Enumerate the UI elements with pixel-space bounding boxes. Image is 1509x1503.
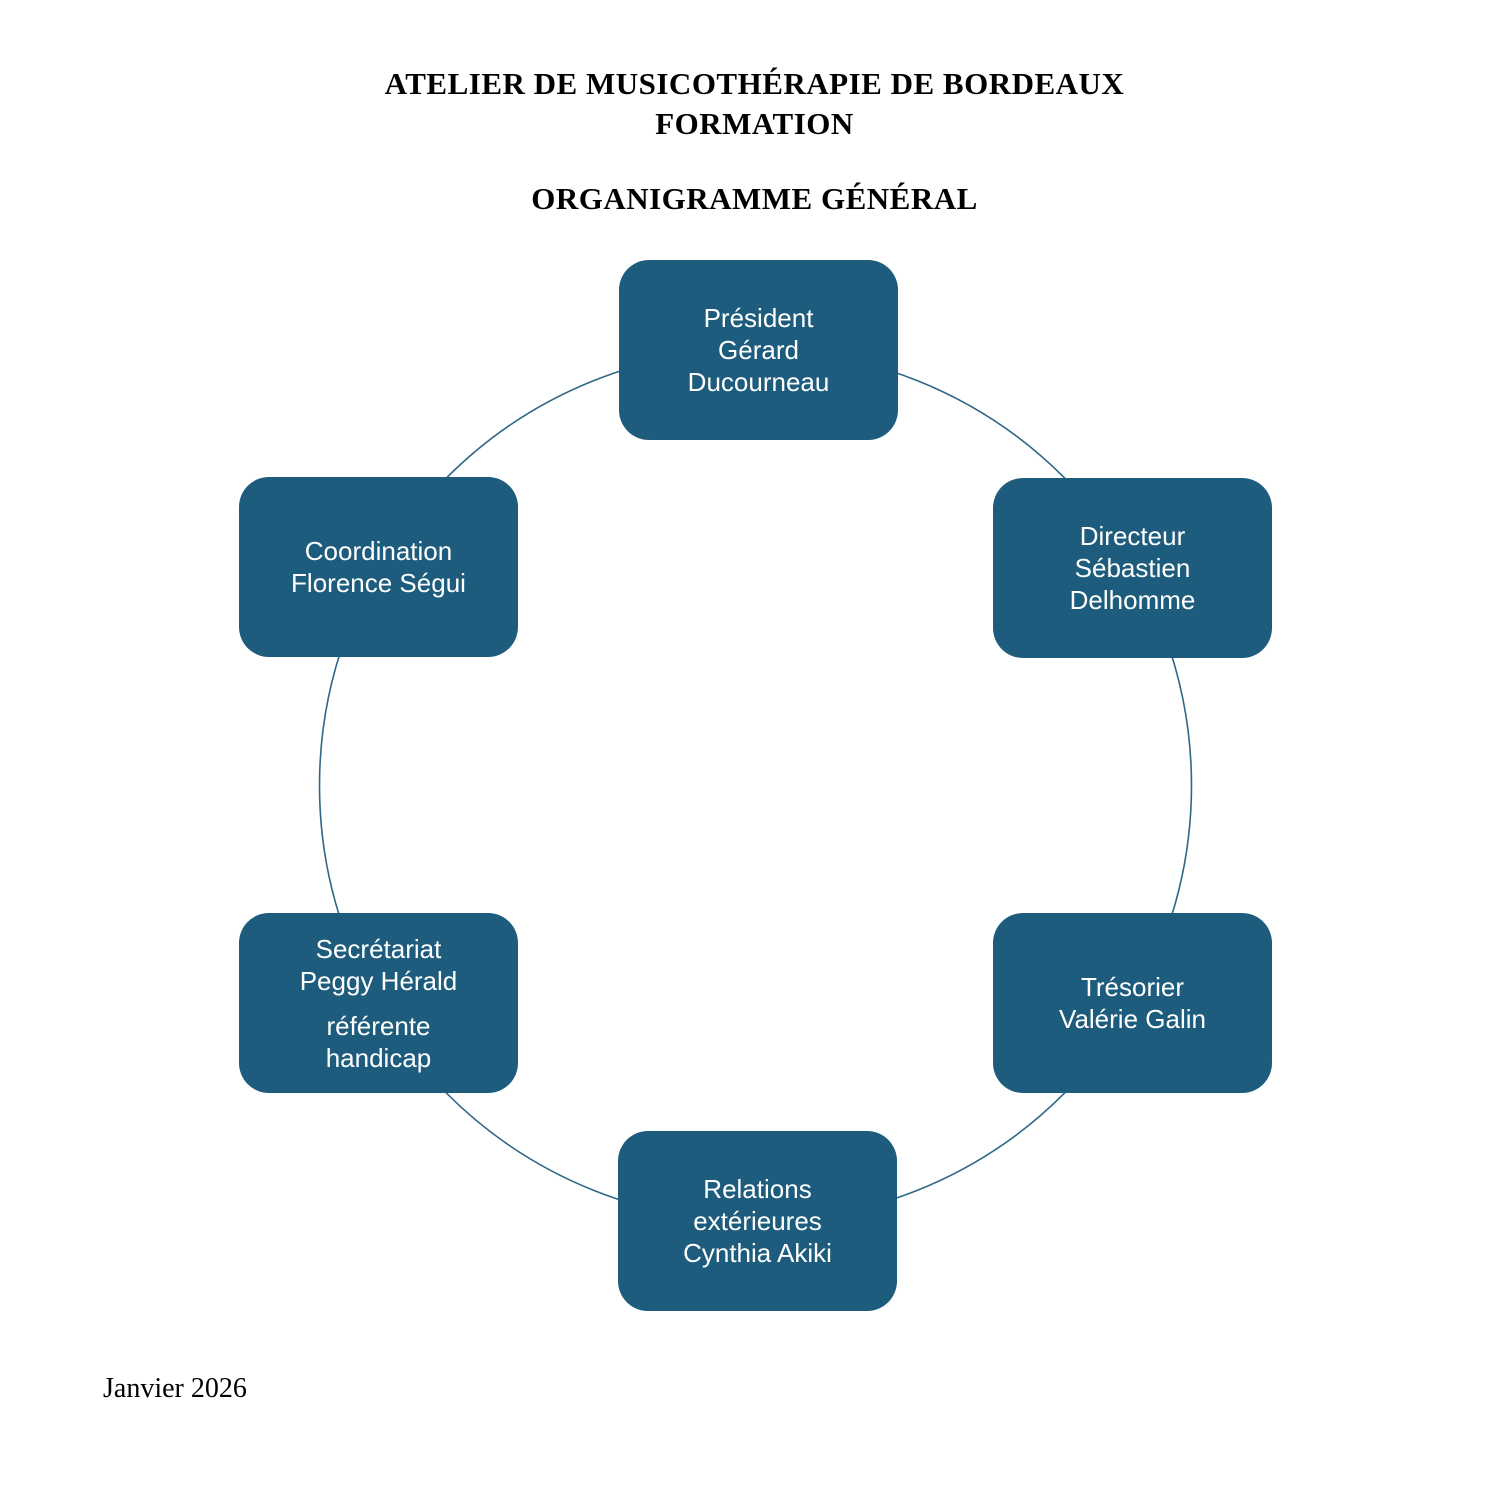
page-subtitle: ORGANIGRAMME GÉNÉRAL xyxy=(531,181,978,216)
node-label-line: extérieures xyxy=(693,1206,822,1236)
node-label-line: Ducourneau xyxy=(687,367,830,397)
page-title-line1: ATELIER DE MUSICOTHÉRAPIE DE BORDEAUX xyxy=(384,66,1125,101)
node-directeur: Directeur Sébastien Delhomme xyxy=(993,478,1272,658)
node-president: Président Gérard Ducourneau xyxy=(619,260,898,440)
node-relations-exterieures: Relations extérieures Cynthia Akiki xyxy=(618,1131,897,1311)
node-label-line: Gérard xyxy=(718,335,799,365)
node-label-line: Delhomme xyxy=(1069,585,1196,615)
page-title-line2: FORMATION xyxy=(655,106,854,141)
node-label-line: handicap xyxy=(325,1042,432,1073)
node-label-line: Florence Ségui xyxy=(291,568,466,598)
node-label-line: Peggy Hérald xyxy=(299,965,458,996)
node-label-line: Valérie Galin xyxy=(1059,1004,1206,1034)
node-secretariat: Secrétariat Peggy Hérald référente handi… xyxy=(239,913,518,1093)
node-label-line: Relations xyxy=(703,1174,812,1204)
node-label-line: Secrétariat xyxy=(315,933,442,964)
node-label-line: Président xyxy=(703,303,814,333)
node-label-line: référente xyxy=(326,1010,431,1041)
node-label-line: Coordination xyxy=(304,536,453,566)
node-label-line: Directeur xyxy=(1079,521,1186,551)
node-coordination: Coordination Florence Ségui xyxy=(239,477,518,657)
node-tresorier: Trésorier Valérie Galin xyxy=(993,913,1272,1093)
node-label-line: Cynthia Akiki xyxy=(683,1238,832,1268)
node-label-line: Sébastien xyxy=(1074,553,1191,583)
node-label-line: Trésorier xyxy=(1080,972,1185,1002)
footer-date: Janvier 2026 xyxy=(103,1373,247,1404)
